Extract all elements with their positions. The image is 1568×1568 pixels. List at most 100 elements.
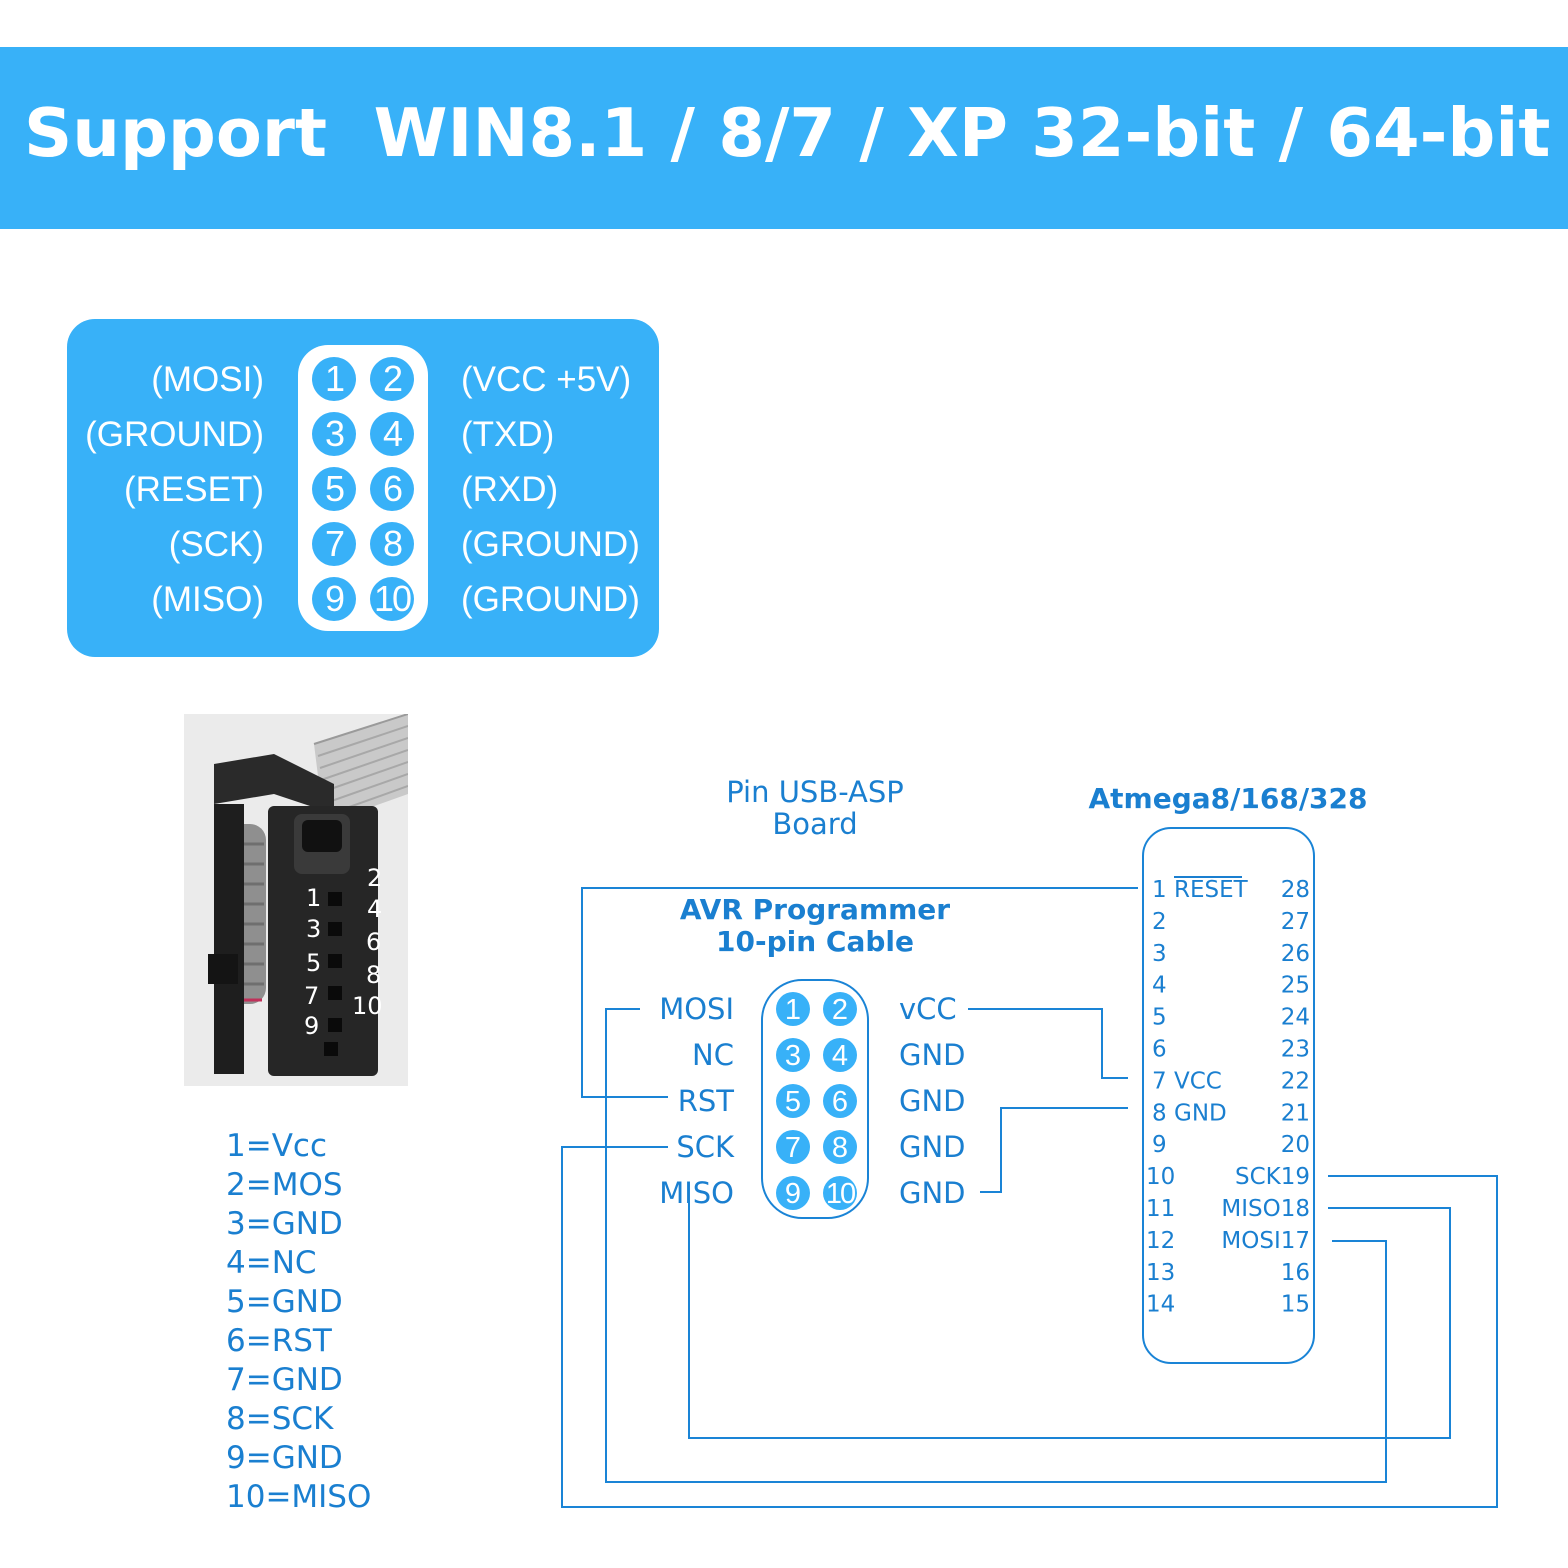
pin-dot — [776, 1038, 810, 1072]
wire-vcc — [968, 1008, 1128, 1079]
photo-pin-number: 6 — [366, 928, 381, 956]
photo-pin-number: 5 — [306, 949, 321, 977]
pin-header-outline: 1 2 3 4 5 6 7 8 9 10 — [298, 345, 428, 631]
chip-pin-label: MOSI17 — [1221, 1228, 1310, 1254]
pin-holes — [324, 892, 342, 1056]
card-right-label: (VCC +5V) — [461, 360, 632, 399]
chip-pin-label: 27 — [1281, 909, 1310, 935]
pin-number: 6 — [832, 1086, 848, 1118]
pin-number: 2 — [832, 994, 848, 1026]
signal-label: MISO — [659, 1176, 734, 1210]
pin-number: 3 — [785, 1040, 801, 1072]
chip-pin-label: 24 — [1281, 1005, 1310, 1031]
photo-pin-number: 9 — [304, 1012, 319, 1040]
support-banner: Support WIN8.1 / 8/7 / XP 32-bit / 64-bi… — [0, 47, 1568, 229]
legend-item: 1=Vcc — [226, 1128, 327, 1164]
card-left-label: (MOSI) — [151, 360, 264, 399]
chip-pin-label: 25 — [1281, 973, 1310, 999]
pin-number: 2 — [370, 357, 414, 401]
photo-pin-number: 4 — [367, 895, 382, 923]
card-left-label: (SCK) — [168, 525, 264, 564]
pin-dot — [823, 1038, 857, 1072]
pin-number: 8 — [370, 522, 414, 566]
legend-item: 5=GND — [226, 1284, 343, 1320]
signal-label: GND — [899, 1130, 966, 1164]
pinout-card: (MOSI) (GROUND) (RESET) (SCK) (MISO) (VC… — [67, 319, 659, 657]
pin-number: 7 — [785, 1132, 801, 1164]
pin-number: 4 — [370, 412, 414, 456]
usbasp-title: Board — [772, 807, 857, 841]
chip-pin-label: 23 — [1281, 1037, 1310, 1063]
chip-pin-label: 16 — [1281, 1260, 1310, 1286]
signal-label: vCC — [899, 992, 957, 1026]
legend-item: 4=NC — [226, 1245, 317, 1281]
pin-dot — [823, 1130, 857, 1164]
pin-dot — [823, 1084, 857, 1118]
pin-dot — [776, 1176, 810, 1210]
signal-label: GND — [899, 1176, 966, 1210]
cable-title: AVR Programmer — [680, 893, 950, 926]
pin-number: 3 — [312, 412, 356, 456]
photo-pin-number: 2 — [367, 864, 382, 892]
photo-pin-number: 3 — [306, 915, 321, 943]
legend-item: 10=MISO — [226, 1479, 372, 1515]
chip-pin-label: SCK19 — [1235, 1164, 1310, 1190]
pin-number: 10 — [370, 577, 414, 621]
legend-item: 8=SCK — [226, 1401, 334, 1437]
legend-item: 3=GND — [226, 1206, 343, 1242]
pin-number: 1 — [312, 357, 356, 401]
chip-pin-number: 2 — [1152, 909, 1167, 935]
banner-title: Support WIN8.1 / 8/7 / XP 32-bit / 64-bi… — [24, 94, 1551, 172]
chip-outline — [1142, 827, 1315, 1364]
chip-pin-name: VCC — [1174, 1068, 1222, 1094]
legend-item: 7=GND — [226, 1362, 343, 1398]
signal-label: RST — [678, 1084, 735, 1118]
chip-pin-number: 1 — [1152, 877, 1167, 903]
connector-photo: 1 3 5 7 9 2 4 6 8 10 — [184, 713, 409, 1086]
wire-sck — [561, 1146, 1498, 1508]
programmer-pins — [776, 992, 857, 1210]
usbasp-title: Pin USB-ASP — [726, 775, 904, 809]
pin-number: 1 — [785, 994, 801, 1026]
signal-label: NC — [692, 1038, 734, 1072]
wire-miso — [688, 1200, 1451, 1439]
chip-pin-label: 22 — [1281, 1068, 1310, 1094]
chip-pin-number: 3 — [1152, 941, 1167, 967]
photo-pin-number: 1 — [306, 884, 321, 912]
chip-pin-name: RESET — [1174, 877, 1249, 903]
pin-dot — [823, 992, 857, 1026]
chip-pin-number: 7 — [1152, 1068, 1167, 1094]
pin-number: 6 — [370, 467, 414, 511]
chip-pin-number: 11 — [1146, 1196, 1175, 1222]
card-right-label: (RXD) — [461, 470, 559, 509]
pin-number: 5 — [312, 467, 356, 511]
pin-number: 7 — [312, 522, 356, 566]
photo-pin-number: 10 — [352, 992, 383, 1020]
signal-label: SCK — [676, 1130, 735, 1164]
chip-pin-number: 10 — [1146, 1164, 1175, 1190]
chip-pin-label: 21 — [1281, 1100, 1310, 1126]
programmer-pin-outline — [761, 979, 869, 1219]
card-left-label: (RESET) — [124, 470, 264, 509]
pin-number: 9 — [312, 577, 356, 621]
connector-illustration: 1 3 5 7 9 2 4 6 8 10 — [208, 713, 409, 1076]
wire-mosi — [605, 1008, 1387, 1483]
signal-label: GND — [899, 1084, 966, 1118]
pin-number: 4 — [832, 1040, 848, 1072]
signal-label: GND — [899, 1038, 966, 1072]
legend-item: 6=RST — [226, 1323, 332, 1359]
chip-pin-number: 8 — [1152, 1100, 1167, 1126]
pin-legend: 1=Vcc 2=MOS 3=GND 4=NC 5=GND 6=RST 7=GND… — [226, 1127, 371, 1517]
chip-pin-label: 28 — [1281, 877, 1310, 903]
legend-item: 9=GND — [226, 1440, 343, 1476]
card-right-label: (TXD) — [461, 415, 555, 454]
pin-number: 10 — [826, 1178, 855, 1210]
chip-pin-name: GND — [1174, 1100, 1227, 1126]
pin-number: 9 — [785, 1178, 801, 1210]
chip-title: Atmega8/168/328 — [1089, 782, 1368, 815]
pin-dot — [776, 1084, 810, 1118]
pin-dot — [823, 1176, 857, 1210]
chip-pin-number: 12 — [1146, 1228, 1175, 1254]
